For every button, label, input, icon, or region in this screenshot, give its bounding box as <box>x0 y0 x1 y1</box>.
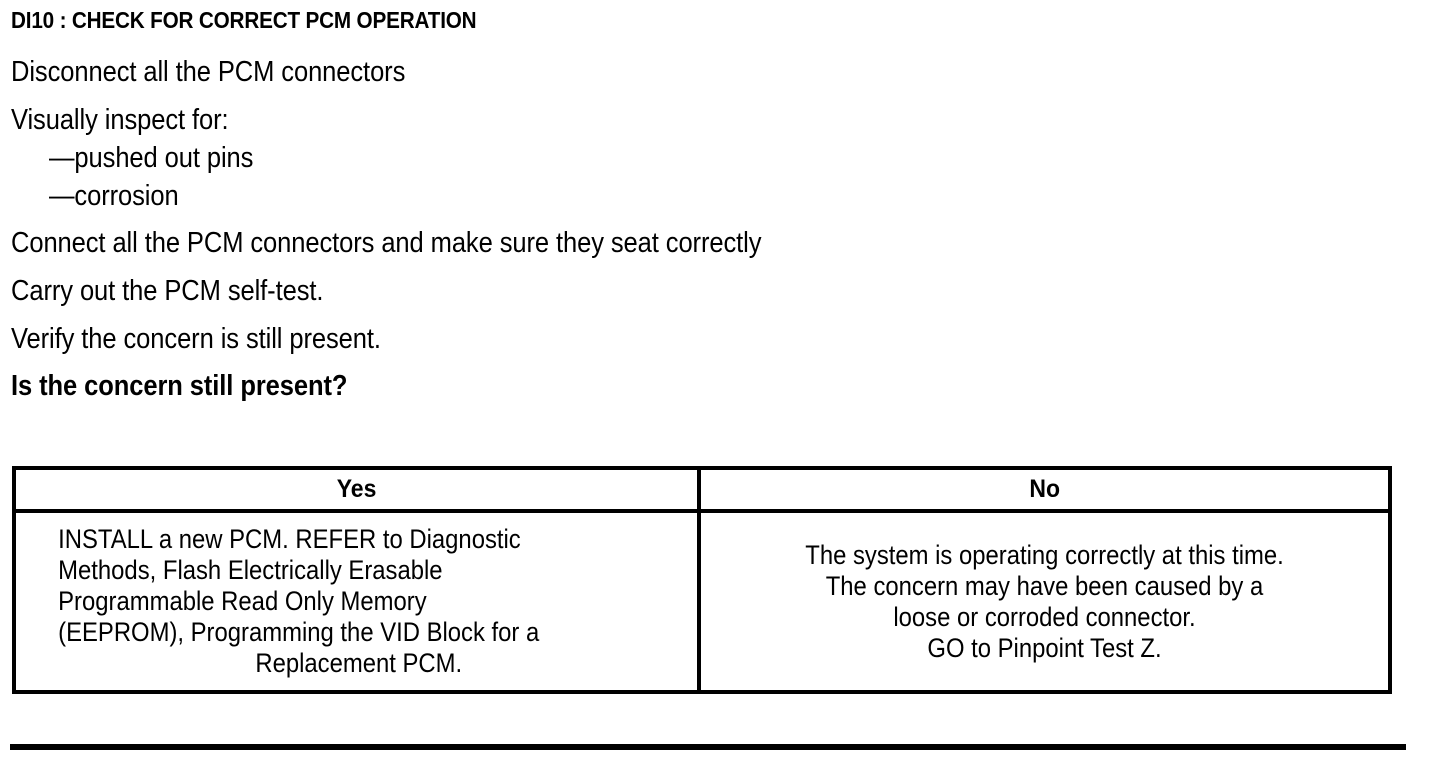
table-header-cell-yes: Yes <box>16 470 701 509</box>
table-header-label-no: No <box>1029 475 1060 503</box>
procedure-question: Is the concern still present? <box>11 370 348 402</box>
table-header-label-yes: Yes <box>336 475 377 503</box>
table-cell-yes-text: INSTALL a new PCM. REFER to Diagnostic M… <box>58 524 540 647</box>
table-header-cell-no: No <box>701 470 1388 509</box>
decision-table: Yes No INSTALL a new PCM. REFER to Diagn… <box>12 466 1392 694</box>
table-row: INSTALL a new PCM. REFER to Diagnostic M… <box>16 513 1388 690</box>
procedure-line-connect-seat-correctly: Connect all the PCM connectors and make … <box>11 227 762 259</box>
procedure-line-self-test: Carry out the PCM self-test. <box>11 275 324 307</box>
table-cell-yes-text-last-line: Replacement PCM. <box>255 648 463 678</box>
procedure-line-disconnect: Disconnect all the PCM connectors <box>11 56 406 88</box>
table-cell-no-action: The system is operating correctly at thi… <box>701 513 1388 690</box>
procedure-bullet-pushed-out-pins: —pushed out pins <box>49 142 254 174</box>
table-cell-yes-action: INSTALL a new PCM. REFER to Diagnostic M… <box>16 513 701 690</box>
bottom-divider-rule <box>10 744 1406 750</box>
table-cell-no-text: The system is operating correctly at thi… <box>805 539 1284 663</box>
page-title: DI10 : CHECK FOR CORRECT PCM OPERATION <box>11 7 477 33</box>
procedure-line-visually-inspect: Visually inspect for: <box>11 104 229 136</box>
procedure-bullet-corrosion: —corrosion <box>49 180 179 212</box>
table-cell-yes-text-wrapper: INSTALL a new PCM. REFER to Diagnostic M… <box>50 524 663 679</box>
procedure-line-verify-concern: Verify the concern is still present. <box>11 323 381 355</box>
table-header-row: Yes No <box>16 470 1388 513</box>
